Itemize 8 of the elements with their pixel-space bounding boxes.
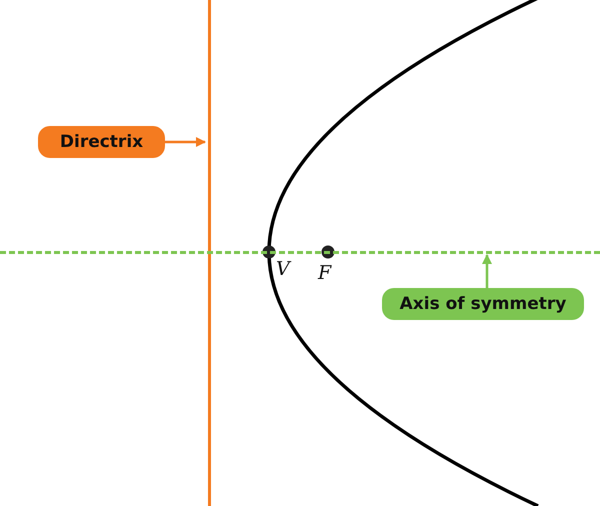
axis-tag: Axis of symmetry — [382, 288, 584, 320]
arrow — [482, 254, 492, 288]
point-label: V — [276, 258, 290, 280]
arrow — [165, 137, 206, 147]
directrix-line — [208, 0, 210, 506]
axis-line — [0, 250, 600, 254]
directrix-tag: Directrix — [38, 126, 165, 158]
point-label: F — [318, 262, 332, 284]
